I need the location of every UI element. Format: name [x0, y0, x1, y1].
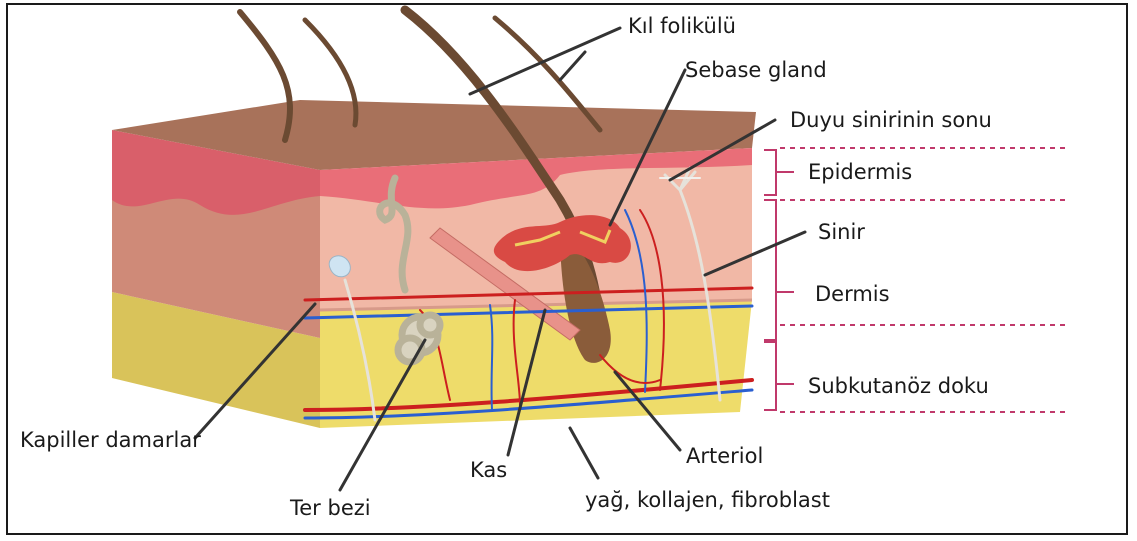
leader-hair-follicle-a: [470, 28, 620, 94]
label-sebaceous-gland: Sebase gland: [685, 60, 827, 81]
label-arteriole: Arteriol: [686, 446, 763, 467]
label-capillaries: Kapiller damarlar: [20, 430, 201, 451]
leader-fat: [570, 428, 598, 478]
dermis-bracket: [764, 200, 776, 340]
layer-markers: [764, 148, 1070, 412]
leader-hair-follicle-b: [560, 52, 585, 80]
label-sensory-nerve-ending: Duyu sinirinin sonu: [790, 110, 992, 131]
label-hair-follicle: Kıl folikülü: [628, 16, 736, 37]
label-fat-tissue: yağ, kollajen, fibroblast: [585, 490, 830, 511]
label-subcutaneous: Subkutanöz doku: [808, 376, 989, 397]
epidermis-bracket: [764, 150, 776, 195]
label-sweat-gland: Ter bezi: [290, 498, 371, 519]
label-muscle: Kas: [470, 460, 507, 481]
label-dermis: Dermis: [815, 284, 890, 305]
label-epidermis: Epidermis: [808, 162, 912, 183]
subcutaneous-bracket: [764, 342, 776, 410]
label-nerve: Sinir: [818, 222, 865, 243]
